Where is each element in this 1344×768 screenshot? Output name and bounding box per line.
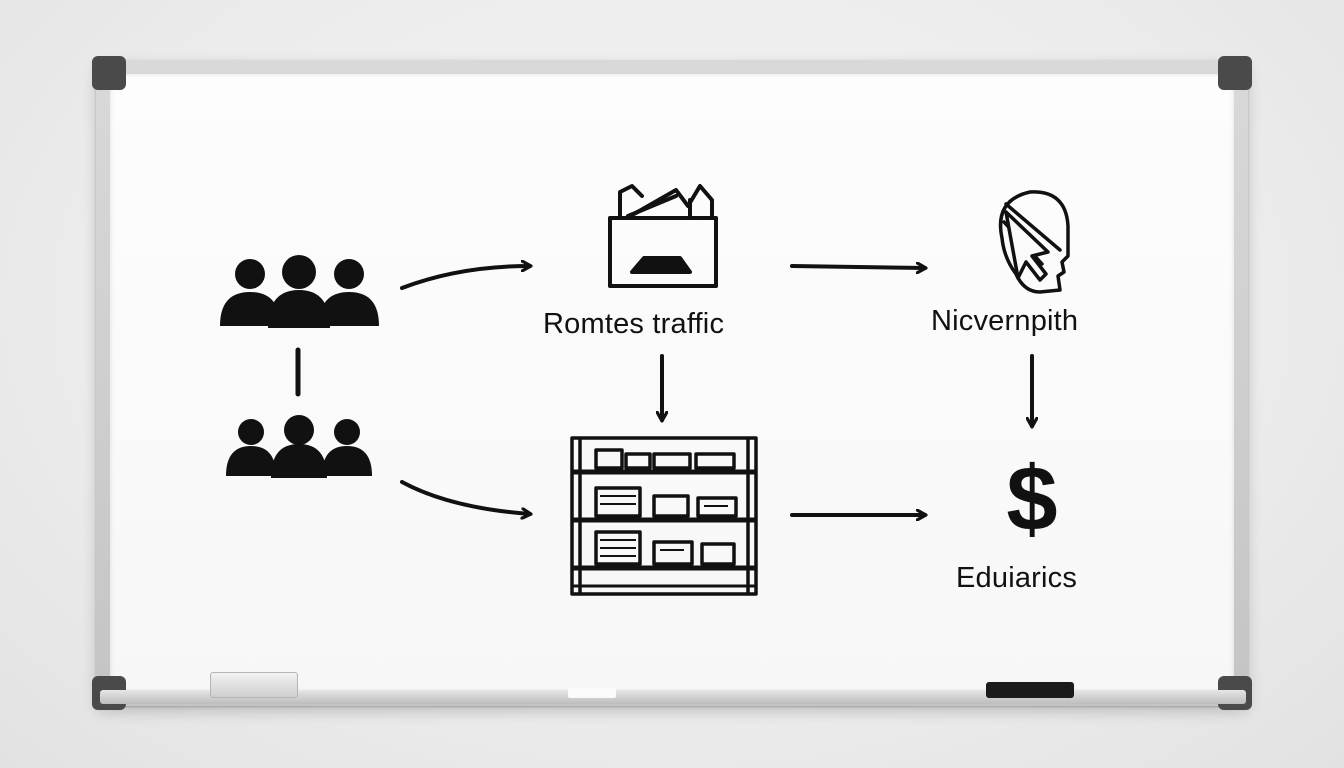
marker[interactable] (986, 682, 1074, 698)
marker-tray (100, 690, 1246, 704)
label-traffic: Romtes traffic (543, 308, 725, 340)
frame-corner-top-right (1218, 56, 1252, 90)
group-people-icon-top (220, 255, 379, 328)
storefront-icon (608, 184, 718, 288)
cursor-head-icon (998, 190, 1070, 294)
store-shelves-icon (570, 436, 758, 596)
arrow-traffic-to-analysis (790, 266, 925, 268)
arrow-audience-to-traffic (400, 266, 530, 290)
eraser[interactable] (210, 672, 298, 698)
label-revenue: Eduiarics (956, 562, 1078, 594)
arrow-audience-to-shelves (400, 480, 530, 514)
marker-cap (568, 688, 616, 698)
group-people-icon-bottom (226, 415, 372, 478)
label-analysis: Nicvernpith (931, 305, 1079, 337)
dollar-sign-icon: $ (1006, 448, 1057, 550)
frame-corner-top-left (92, 56, 126, 90)
